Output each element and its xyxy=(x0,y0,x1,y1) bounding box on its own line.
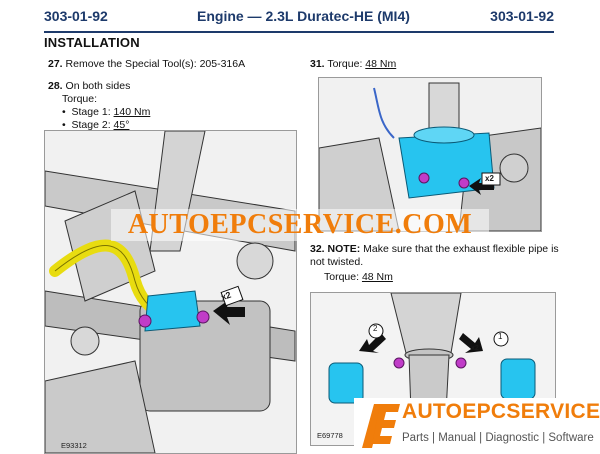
subframe-illustration xyxy=(45,131,296,453)
page-header: 303-01-92 Engine — 2.3L Duratec-HE (MI4)… xyxy=(0,0,600,30)
autoepc-logo: AUTOEPCSERVICE Parts | Manual | Diagnost… xyxy=(354,398,600,452)
step-28-stage-2: • Stage 2: 45° xyxy=(62,119,130,131)
step-27-number: 27. xyxy=(48,58,63,70)
step-28-number: 28. xyxy=(48,80,63,92)
page-number-right: 303-01-92 xyxy=(490,8,554,24)
step-32-torque: Torque: 48 Nm xyxy=(324,271,393,283)
step-28-text: On both sides xyxy=(65,80,131,92)
stage-1-value: 140 Nm xyxy=(113,106,151,118)
page-title: Engine — 2.3L Duratec-HE (MI4) xyxy=(197,8,410,24)
stage-2-value: 45° xyxy=(113,119,130,131)
header-rule xyxy=(44,31,554,33)
fig32-callout-1: 1 xyxy=(498,332,503,341)
step-32-number: 32. xyxy=(310,243,325,255)
step-27-text: Remove the Special Tool(s): 205-316A xyxy=(65,58,246,70)
page-number-left: 303-01-92 xyxy=(44,8,108,24)
step-28-stage-1: • Stage 1: 140 Nm xyxy=(62,106,151,118)
exhaust-manifold-illustration xyxy=(319,78,541,231)
figure-id-e93312: E93312 xyxy=(61,441,87,450)
logo-brand: AUTOEPCSERVICE xyxy=(402,400,600,423)
step-31-torque-value: 48 Nm xyxy=(365,58,397,70)
figure-id-e69778: E69778 xyxy=(317,431,343,440)
fig32-callout-2: 2 xyxy=(373,324,378,333)
logo-tagline: Parts | Manual | Diagnostic | Software xyxy=(402,432,594,444)
step-27: 27. Remove the Special Tool(s): 205-316A xyxy=(48,58,245,71)
figure-step-31: x2 xyxy=(318,77,542,232)
note-label: NOTE: xyxy=(327,243,361,255)
figure-step-28: x2 E93312 xyxy=(44,130,297,454)
step-31: 31. Torque: 48 Nm xyxy=(310,58,397,70)
note-text: Make sure that the exhaust flexible pipe… xyxy=(310,243,559,268)
ae-logo-icon xyxy=(362,404,400,448)
step-32-torque-value: 48 Nm xyxy=(361,271,393,283)
section-title: INSTALLATION xyxy=(44,35,140,50)
fig31-callout-x2: x2 xyxy=(485,174,494,183)
step-32: 32. NOTE: Make sure that the exhaust fle… xyxy=(310,243,560,269)
step-31-number: 31. xyxy=(310,58,325,70)
fig32-callout-x2: x2 xyxy=(471,345,479,352)
step-28-torque-label: Torque: xyxy=(62,93,98,105)
step-28: 28. On both sides xyxy=(48,80,130,93)
watermark-text: AUTOEPCSERVICE.COM xyxy=(111,209,489,241)
